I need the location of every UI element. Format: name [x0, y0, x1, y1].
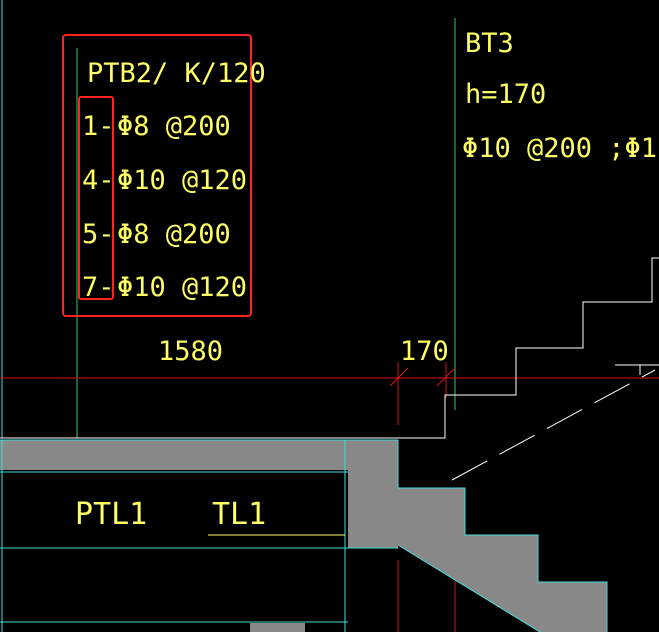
index-column-highlight-box: [78, 96, 114, 300]
beam-label-tl1: TL1: [212, 497, 266, 532]
slab-row-index-2: 4-: [82, 165, 115, 196]
slab-row-rebar-3: Φ8 @200: [117, 219, 231, 250]
slab-table-highlight-box: [62, 34, 252, 317]
stair-soffit-dashed: [451, 369, 656, 481]
stair-height: h=170: [465, 79, 546, 110]
dimension-tick-1: [389, 367, 409, 387]
stair-rebar: Φ10 @200 ;Φ12 @1: [462, 133, 659, 164]
slab-row-rebar-2: Φ10 @120: [117, 165, 247, 196]
beam-section-fill: [0, 440, 607, 632]
dimension-step-label: 170: [400, 336, 449, 367]
cyan-soffit: [397, 544, 541, 632]
slab-row-index-3: 5-: [82, 219, 115, 250]
stair-name: BT3: [465, 28, 514, 59]
stair-profile: [0, 257, 659, 439]
slab-row-index-4: 7-: [82, 272, 115, 303]
slab-row-rebar-4: Φ10 @120: [117, 272, 247, 303]
slab-row-index-1: 1-: [82, 111, 115, 142]
beam-stub-fill: [250, 623, 305, 632]
slab-table-title: PTB2/ K/120: [87, 58, 266, 89]
beam-label-ptl1: PTL1: [75, 497, 147, 532]
dimension-span-label: 1580: [158, 336, 223, 367]
slab-row-rebar-1: Φ8 @200: [117, 111, 231, 142]
cyan-stair-outline: [398, 487, 608, 632]
